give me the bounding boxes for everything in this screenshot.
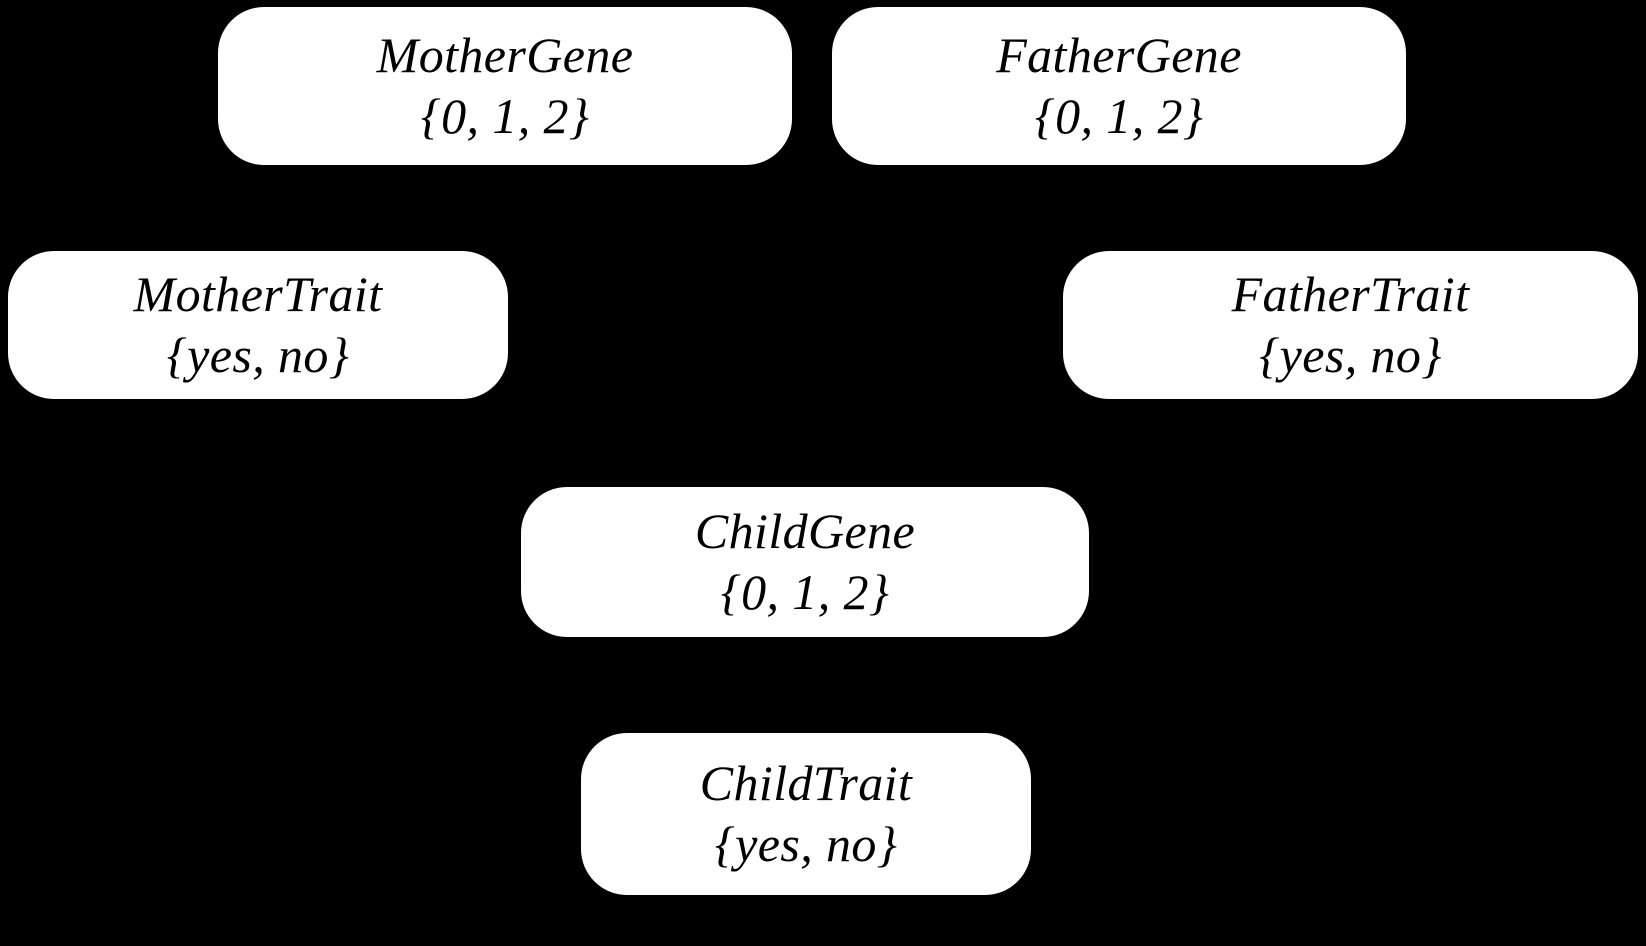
node-father-trait[interactable]: FatherTrait {yes, no} (1063, 251, 1638, 399)
node-father-gene-label: FatherGene (996, 27, 1242, 83)
node-mother-gene-label: MotherGene (376, 27, 634, 83)
node-mother-gene[interactable]: MotherGene {0, 1, 2} (218, 7, 792, 165)
node-child-trait-domain: {yes, no} (714, 816, 898, 872)
node-child-gene-label: ChildGene (694, 503, 916, 559)
node-child-trait-label: ChildTrait (699, 755, 913, 811)
node-child-trait[interactable]: ChildTrait {yes, no} (581, 733, 1031, 895)
node-father-gene[interactable]: FatherGene {0, 1, 2} (832, 7, 1406, 165)
node-father-trait-domain: {yes, no} (1259, 327, 1442, 383)
node-mother-trait-domain: {yes, no} (166, 327, 350, 383)
node-mother-trait[interactable]: MotherTrait {yes, no} (8, 251, 508, 399)
node-mother-gene-domain: {0, 1, 2} (420, 88, 590, 144)
node-father-gene-domain: {0, 1, 2} (1034, 88, 1204, 144)
node-father-trait-label: FatherTrait (1231, 266, 1470, 322)
node-child-gene-domain: {0, 1, 2} (720, 564, 890, 620)
node-child-gene[interactable]: ChildGene {0, 1, 2} (521, 487, 1089, 637)
node-mother-trait-label: MotherTrait (133, 266, 383, 322)
